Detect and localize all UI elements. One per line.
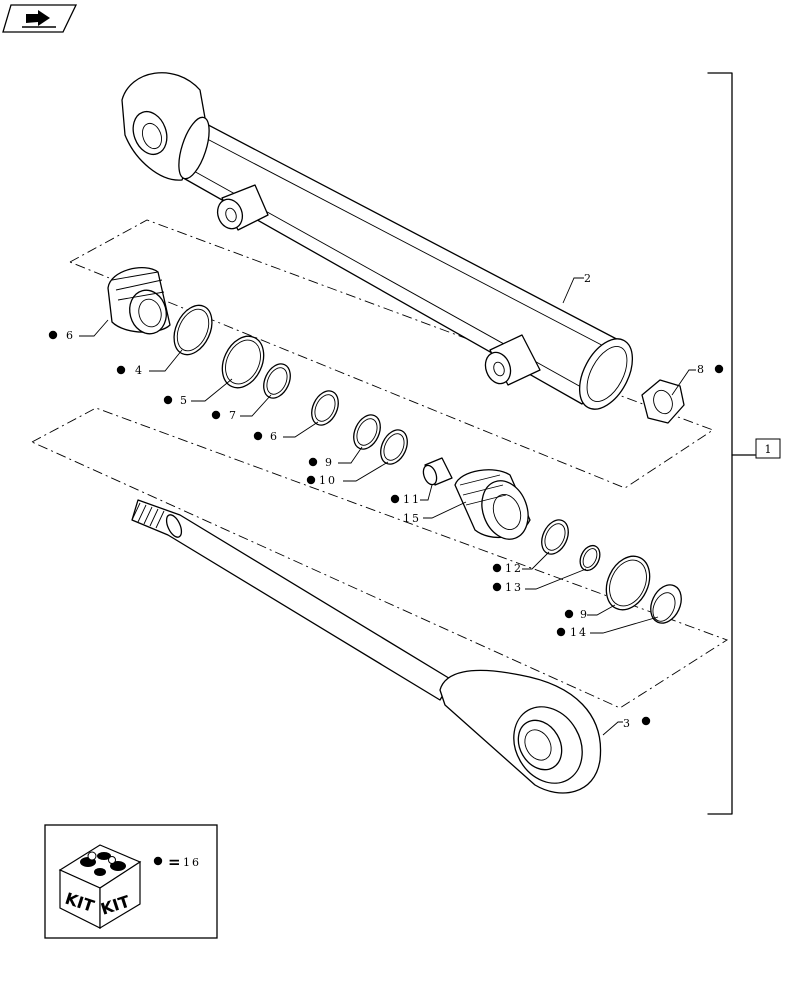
- assembly-reference-box: 1: [755, 438, 781, 459]
- seal-ring-5: [221, 335, 265, 389]
- callout-9: 9: [308, 456, 334, 469]
- kit-member-dot: [390, 494, 400, 504]
- assembly-reference-number: 1: [765, 443, 772, 456]
- kit-member-dot: [153, 856, 163, 866]
- callout-11: 11: [390, 493, 421, 506]
- callout-9-second: 9: [564, 608, 589, 621]
- callout-5: 5: [163, 394, 189, 407]
- callout-12: 12: [492, 562, 523, 575]
- kit-member-dot: [306, 475, 316, 485]
- kit-member-dot: [492, 582, 502, 592]
- kit-member-dot: [556, 627, 566, 637]
- svg-text:2: 2: [584, 272, 593, 285]
- svg-text:12: 12: [505, 562, 523, 575]
- kit-legend: KIT KIT = 16: [44, 824, 218, 939]
- svg-text:6: 6: [270, 430, 279, 443]
- svg-text:8: 8: [697, 363, 706, 376]
- callout-10: 10: [306, 474, 337, 487]
- kit-equals-sign: =: [168, 853, 181, 871]
- wiper-seal-14: [650, 584, 682, 624]
- seal-ring-9: [353, 414, 381, 450]
- svg-text:10: 10: [319, 474, 337, 487]
- kit-member-dot: [492, 563, 502, 573]
- kit-member-dot: [308, 457, 318, 467]
- piston-rod: [131, 499, 602, 794]
- leader-lines: [79, 277, 696, 736]
- svg-text:6: 6: [66, 329, 75, 342]
- callout-3: 3: [623, 716, 651, 730]
- callout-14: 14: [556, 626, 588, 639]
- seal-ring-12: [541, 519, 569, 555]
- seal-ring-13: [579, 544, 601, 572]
- callout-15: 15: [403, 512, 421, 525]
- svg-text:15: 15: [403, 512, 421, 525]
- svg-text:14: 14: [570, 626, 588, 639]
- kit-member-dot: [48, 330, 58, 340]
- kit-member-dot: [253, 431, 263, 441]
- svg-text:13: 13: [505, 581, 523, 594]
- callout-8: 8: [697, 363, 724, 376]
- kit-member-dot: [564, 609, 574, 619]
- svg-text:11: 11: [403, 493, 421, 506]
- cylinder-barrel: [121, 72, 634, 410]
- callout-2: 2: [584, 272, 593, 285]
- seal-ring-10: [380, 429, 408, 465]
- svg-text:4: 4: [135, 364, 144, 377]
- kit-member-dot: [163, 395, 173, 405]
- seal-ring-7: [263, 363, 291, 399]
- page-return-icon[interactable]: [2, 4, 78, 33]
- svg-text:3: 3: [623, 717, 632, 730]
- callout-13: 13: [492, 581, 523, 594]
- seal-ring-9b: [605, 555, 651, 611]
- callout-7: 7: [211, 409, 238, 422]
- bushing: [422, 457, 453, 486]
- gland-head: [454, 469, 531, 540]
- callout-6: 6: [48, 329, 75, 342]
- kit-number: 16: [183, 856, 201, 869]
- kit-member-dot: [641, 716, 651, 726]
- hex-nut: [641, 379, 685, 424]
- svg-text:5: 5: [180, 394, 189, 407]
- kit-member-dot: [714, 364, 724, 374]
- kit-member-dot: [211, 410, 221, 420]
- callout-6-second: 6: [253, 430, 279, 443]
- seal-ring-6: [311, 390, 339, 426]
- svg-text:7: 7: [229, 409, 238, 422]
- seal-ring-4: [173, 304, 213, 356]
- rod-group-outline: [30, 407, 729, 709]
- callout-4: 4: [116, 364, 144, 377]
- piston: [107, 267, 171, 335]
- kit-member-dot: [116, 365, 126, 375]
- svg-text:9: 9: [580, 608, 589, 621]
- assembly-bracket: [707, 72, 756, 815]
- svg-text:9: 9: [325, 456, 334, 469]
